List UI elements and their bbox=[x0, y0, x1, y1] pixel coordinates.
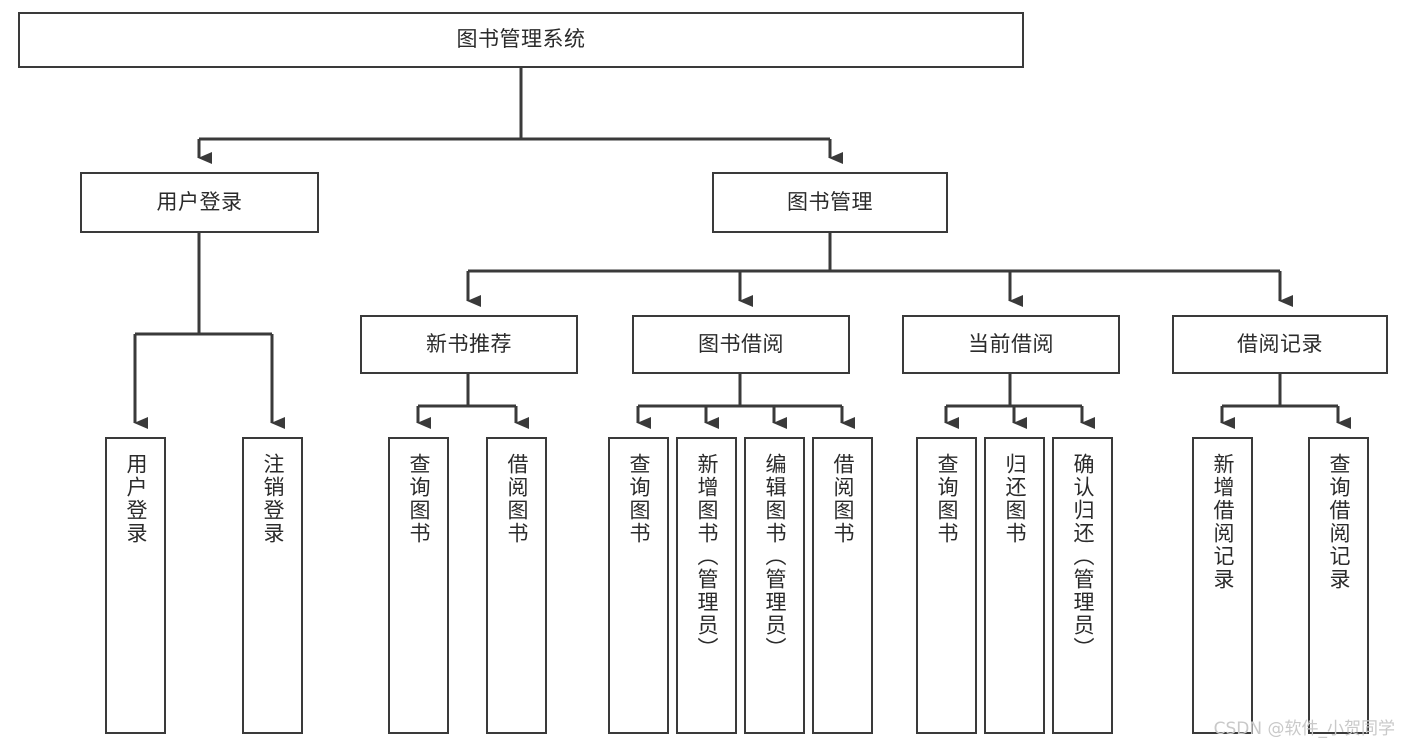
node-leaf-add-book-admin[interactable]: 新增图书（管理员） bbox=[676, 437, 737, 734]
node-label: 新书推荐 bbox=[426, 331, 512, 356]
node-leaf-confirm-return-admin[interactable]: 确认归还（管理员） bbox=[1052, 437, 1113, 734]
node-user-login[interactable]: 用户登录 bbox=[80, 172, 319, 233]
node-label: 归还图书 bbox=[1002, 453, 1027, 545]
node-label: 确认归还（管理员） bbox=[1070, 453, 1095, 660]
node-leaf-query-book-current[interactable]: 查询图书 bbox=[916, 437, 977, 734]
node-leaf-add-borrow-record[interactable]: 新增借阅记录 bbox=[1192, 437, 1253, 734]
node-book-borrow[interactable]: 图书借阅 bbox=[632, 315, 850, 374]
node-borrow-record[interactable]: 借阅记录 bbox=[1172, 315, 1388, 374]
node-label: 图书管理 bbox=[787, 189, 873, 214]
node-label: 查询图书 bbox=[626, 453, 651, 545]
node-label: 编辑图书（管理员） bbox=[762, 453, 787, 660]
node-label: 借阅图书 bbox=[504, 453, 529, 545]
node-label: 注销登录 bbox=[260, 453, 285, 545]
node-label: 查询借阅记录 bbox=[1326, 453, 1351, 591]
node-leaf-borrow-book[interactable]: 借阅图书 bbox=[812, 437, 873, 734]
node-book-management[interactable]: 图书管理 bbox=[712, 172, 948, 233]
node-new-book-recommend[interactable]: 新书推荐 bbox=[360, 315, 578, 374]
node-leaf-logout[interactable]: 注销登录 bbox=[242, 437, 303, 734]
node-leaf-user-login[interactable]: 用户登录 bbox=[105, 437, 166, 734]
node-leaf-query-book-borrow[interactable]: 查询图书 bbox=[608, 437, 669, 734]
node-root-book-management-system[interactable]: 图书管理系统 bbox=[18, 12, 1024, 68]
node-label: 新增图书（管理员） bbox=[694, 453, 719, 660]
node-label: 新增借阅记录 bbox=[1210, 453, 1235, 591]
node-leaf-borrow-book-recommend[interactable]: 借阅图书 bbox=[486, 437, 547, 734]
watermark-text: CSDN @软件_小贺同学 bbox=[1213, 719, 1395, 739]
node-leaf-query-borrow-record[interactable]: 查询借阅记录 bbox=[1308, 437, 1369, 734]
node-label: 图书管理系统 bbox=[456, 27, 586, 52]
node-leaf-return-book[interactable]: 归还图书 bbox=[984, 437, 1045, 734]
node-label: 查询图书 bbox=[934, 453, 959, 545]
node-label: 用户登录 bbox=[123, 453, 148, 545]
node-label: 查询图书 bbox=[406, 453, 431, 545]
node-leaf-edit-book-admin[interactable]: 编辑图书（管理员） bbox=[744, 437, 805, 734]
node-current-borrow[interactable]: 当前借阅 bbox=[902, 315, 1120, 374]
node-leaf-query-book-recommend[interactable]: 查询图书 bbox=[388, 437, 449, 734]
node-label: 借阅记录 bbox=[1237, 331, 1323, 356]
node-label: 当前借阅 bbox=[968, 331, 1054, 356]
node-label: 图书借阅 bbox=[698, 331, 784, 356]
node-label: 用户登录 bbox=[156, 189, 243, 214]
node-label: 借阅图书 bbox=[830, 453, 855, 545]
